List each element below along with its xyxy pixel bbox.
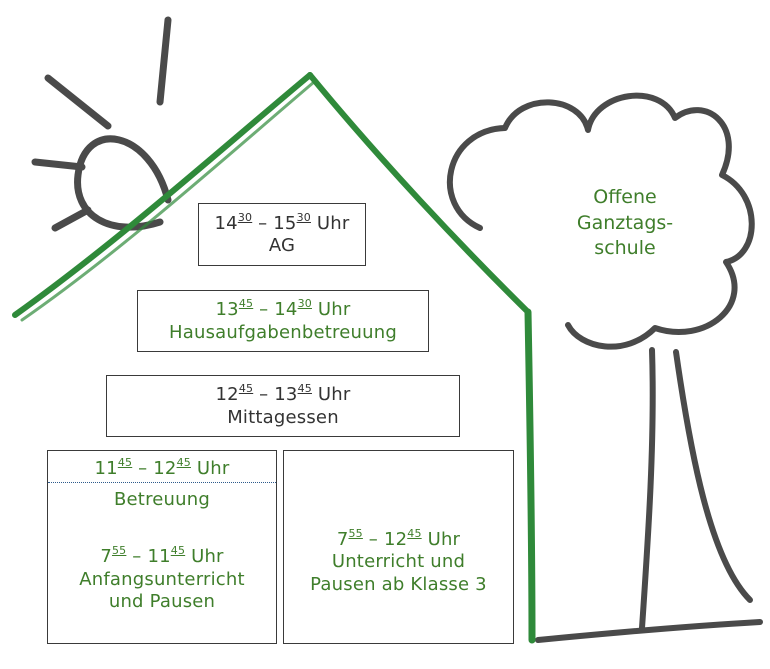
mittagessen-block: 1245 – 1345 Uhr Mittagessen [106, 375, 460, 437]
hausaufgaben-block: 1345 – 1430 Uhr Hausaufgabenbetreuung [137, 290, 429, 352]
mittagessen-time: 1245 – 1345 Uhr [215, 382, 351, 405]
ag-block: 1430 – 1530 Uhr AG [198, 203, 366, 266]
anfangsunterricht-time: 755 – 1145 Uhr [100, 544, 224, 567]
unterricht-label-1: Unterricht und [331, 551, 466, 573]
unterricht-label-2: Pausen ab Klasse 3 [310, 573, 487, 595]
unterricht-block: 755 – 1245 Uhr Unterricht und Pausen ab … [283, 450, 514, 644]
hausaufgaben-time: 1345 – 1430 Uhr [215, 297, 351, 320]
ag-time: 1430 – 1530 Uhr [214, 210, 350, 234]
betreuung-time: 1145 – 1245 Uhr [94, 456, 230, 479]
betreuung-anfang-block: 1145 – 1245 Uhr Betreuung 755 – 1145 Uhr… [47, 450, 277, 644]
anfangsunterricht-label-1: Anfangsunterricht [79, 568, 245, 590]
house-icon [12, 72, 536, 644]
title-line-1: Offene [593, 186, 657, 208]
tree-icon [446, 92, 763, 643]
mittagessen-label: Mittagessen [227, 406, 339, 428]
title-line-3: schule [594, 237, 656, 260]
offene-ganztagsschule-label: Offene Ganztags- schule [560, 185, 690, 262]
dotted-divider [48, 481, 276, 483]
sun-icon [31, 16, 172, 232]
anfangsunterricht-label-2: und Pausen [108, 591, 216, 612]
betreuung-label: Betreuung [113, 488, 210, 510]
hausaufgaben-label: Hausaufgabenbetreuung [169, 321, 397, 343]
title-line-2: Ganztags- [576, 211, 674, 234]
unterricht-time: 755 – 1245 Uhr [336, 526, 461, 550]
ag-label: AG [268, 235, 296, 256]
